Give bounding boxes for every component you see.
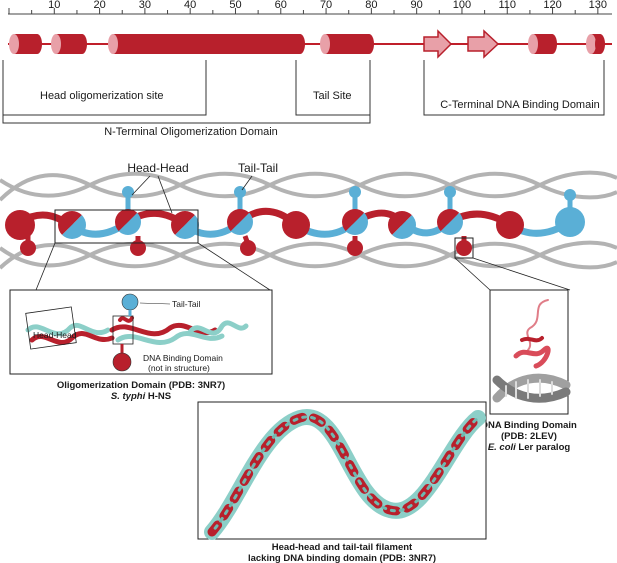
dna-double-helix-top bbox=[0, 170, 617, 202]
tail-knobs bbox=[122, 186, 576, 201]
dbd-caption-2: (PDB: 2LEV) bbox=[501, 431, 557, 442]
n-terminal-domain-label: N-Terminal Oligomerization Domain bbox=[104, 126, 278, 138]
head-domain bbox=[5, 210, 35, 240]
oligo-caption-1: Oligomerization Domain (PDB: 3NR7) bbox=[57, 380, 225, 391]
ruler-tick-label: 20 bbox=[93, 0, 105, 11]
oligomerization-zoom-box bbox=[54, 209, 199, 244]
ruler-tick-label: 10 bbox=[48, 0, 60, 11]
beta-strand-2 bbox=[467, 29, 500, 59]
helix-5 bbox=[528, 34, 557, 54]
filament-structure bbox=[204, 409, 486, 540]
helix-3 bbox=[108, 34, 305, 54]
ruler-tick-label: 100 bbox=[453, 0, 471, 11]
head-domain bbox=[227, 209, 253, 235]
head-domain bbox=[496, 211, 524, 239]
dbd-zoom-box bbox=[454, 237, 474, 259]
head-domain bbox=[388, 211, 416, 239]
dbd-caption-3: E. coli Ler paralog bbox=[488, 442, 571, 453]
dna-binding-domain-icon bbox=[112, 352, 132, 372]
dbd-caption-1: DNA Binding Domain bbox=[481, 420, 577, 431]
ruler-tick-label: 130 bbox=[589, 0, 607, 11]
ruler-tick-label: 40 bbox=[184, 0, 196, 11]
c-terminal-domain-label: C-Terminal DNA Binding Domain bbox=[440, 99, 600, 111]
helix-1 bbox=[9, 34, 42, 54]
oligo-head-head-label: Head-Head bbox=[33, 330, 77, 340]
oligomerization-ribbon bbox=[25, 316, 249, 346]
oligo-dbd-label-2: (not in structure) bbox=[148, 363, 210, 373]
helix-2 bbox=[51, 34, 87, 54]
ruler-tick-label: 30 bbox=[139, 0, 151, 11]
dna-binding-knobs bbox=[20, 240, 472, 256]
head-domain bbox=[115, 209, 141, 235]
tail-tail-knob-icon bbox=[121, 293, 139, 311]
sequence-ruler: 10 20 30 40 50 60 70 80 90 100 110 120 130 bbox=[8, 0, 612, 15]
head-domain bbox=[171, 211, 199, 239]
head-head-highlight bbox=[25, 306, 77, 350]
head-oligomerization-label: Head oligomerization site bbox=[40, 90, 164, 102]
filament-caption-2: lacking DNA binding domain (PDB: 3NR7) bbox=[248, 553, 436, 563]
head-domain bbox=[282, 211, 310, 239]
ruler-tick-label: 60 bbox=[275, 0, 287, 11]
oligo-dbd-label-1: DNA Binding Domain bbox=[143, 353, 223, 363]
head-domain bbox=[437, 209, 463, 235]
head-domain bbox=[58, 211, 86, 239]
secondary-structure-track bbox=[8, 29, 612, 59]
ruler-tick-label: 90 bbox=[411, 0, 423, 11]
dna-double-helix-bottom bbox=[0, 240, 617, 270]
head-domains bbox=[5, 207, 585, 240]
ruler-tick-label: 110 bbox=[498, 0, 516, 11]
dbd-structure bbox=[492, 299, 571, 403]
oligo-tail-tail-label: Tail-Tail bbox=[172, 299, 200, 309]
ruler-tick-label: 120 bbox=[543, 0, 561, 11]
ruler-tick-label: 80 bbox=[365, 0, 377, 11]
ruler-tick-label: 50 bbox=[229, 0, 241, 11]
helix-4 bbox=[320, 34, 374, 54]
domain-brackets bbox=[2, 60, 605, 124]
tail-site-label: Tail Site bbox=[313, 90, 352, 102]
oligo-caption-2: S. typhi H-NS bbox=[111, 391, 171, 402]
head-domain bbox=[555, 207, 585, 237]
tail-tail-label: Tail-Tail bbox=[238, 161, 278, 175]
head-head-label: Head-Head bbox=[127, 161, 188, 175]
ruler-tick-label: 70 bbox=[320, 0, 332, 11]
filament-caption-1: Head-head and tail-tail filament bbox=[272, 542, 413, 553]
helix-6 bbox=[586, 34, 605, 54]
head-domain bbox=[342, 209, 368, 235]
beta-strand-1 bbox=[423, 29, 453, 59]
